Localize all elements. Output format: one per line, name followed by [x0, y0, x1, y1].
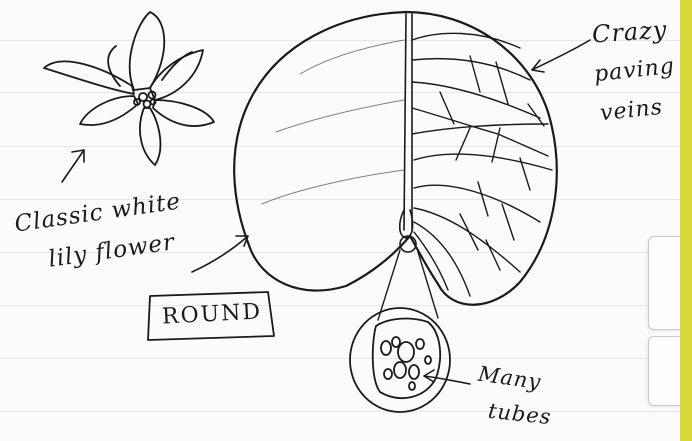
- veins-arrow: [532, 40, 590, 72]
- crazy-paving-veins: [412, 33, 552, 296]
- flower-arrow: [62, 150, 84, 182]
- round-label: ROUND: [161, 299, 262, 329]
- lily-flower-drawing: [44, 12, 214, 165]
- notebook-edge-strip: [680, 0, 692, 441]
- veins-label-line1: Crazy: [591, 15, 668, 48]
- left-veins: [262, 40, 404, 204]
- lily-pad-midrib: [400, 14, 416, 252]
- stem-cross-section: [350, 308, 450, 412]
- lily-pad-outline: [234, 12, 557, 305]
- pad-arrow: [192, 236, 248, 272]
